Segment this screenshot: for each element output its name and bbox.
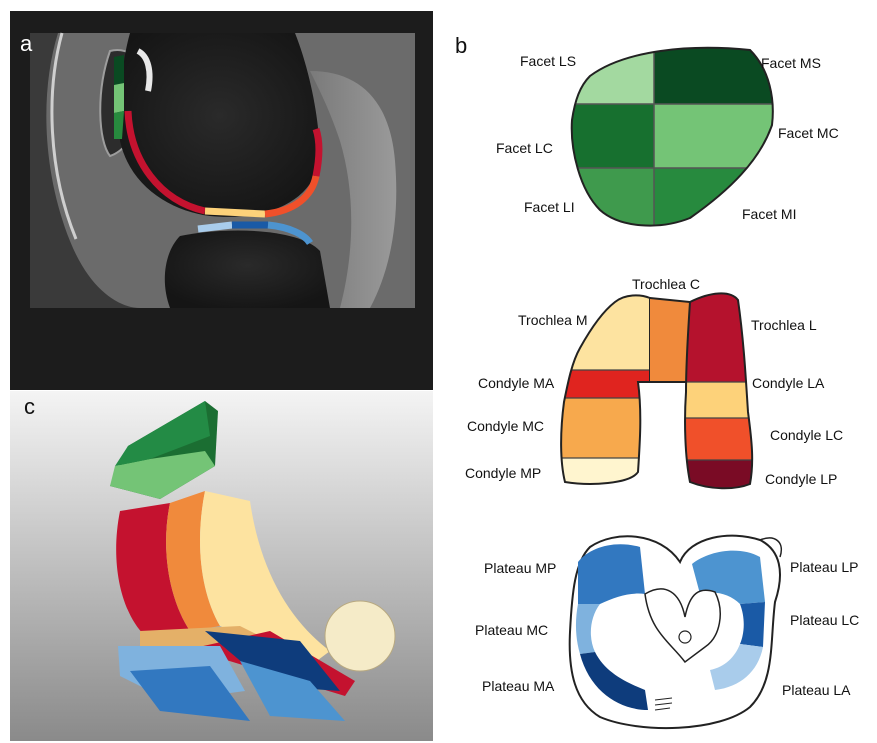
- panel-a-mri: a: [10, 11, 433, 390]
- label-plateau-mc: Plateau MC: [475, 622, 548, 638]
- label-condyle-mc: Condyle MC: [467, 418, 544, 434]
- label-plateau-lc: Plateau LC: [790, 612, 859, 628]
- region-condyle-lp: [680, 460, 760, 495]
- label-facet-li: Facet LI: [524, 199, 575, 215]
- facet-mi: [654, 168, 784, 238]
- mri-image: [10, 11, 433, 390]
- femur-region-diagram: Trochlea C Trochlea M Trochlea L Condyle…: [440, 272, 877, 497]
- label-condyle-ma: Condyle MA: [478, 375, 555, 391]
- facet-mc: [654, 104, 784, 168]
- region-trochlea-m: [550, 292, 660, 370]
- patella-svg: Facet LS Facet MS Facet LC Facet MC Face…: [440, 40, 877, 240]
- panel-a-label: a: [20, 31, 32, 57]
- label-plateau-lp: Plateau LP: [790, 559, 859, 575]
- label-condyle-mp: Condyle MP: [465, 465, 541, 481]
- label-trochlea-m: Trochlea M: [518, 312, 588, 328]
- label-facet-ms: Facet MS: [761, 55, 821, 71]
- label-plateau-ma: Plateau MA: [482, 678, 555, 694]
- label-trochlea-c: Trochlea C: [632, 276, 700, 292]
- femur-svg: Trochlea C Trochlea M Trochlea L Condyle…: [440, 272, 877, 497]
- label-facet-mc: Facet MC: [778, 125, 839, 141]
- label-facet-ls: Facet LS: [520, 53, 576, 69]
- label-plateau-la: Plateau LA: [782, 682, 851, 698]
- region-trochlea-l: [680, 282, 760, 382]
- region-condyle-mp: [550, 458, 660, 493]
- tibia-plateau-diagram: Plateau MP Plateau LP Plateau MC Plateau…: [440, 522, 877, 743]
- label-condyle-la: Condyle LA: [752, 375, 825, 391]
- panel-c-label: c: [24, 394, 35, 420]
- label-plateau-mp: Plateau MP: [484, 560, 556, 576]
- tibia-svg: Plateau MP Plateau LP Plateau MC Plateau…: [440, 522, 877, 743]
- facet-ls: [560, 40, 654, 104]
- label-facet-mi: Facet MI: [742, 206, 796, 222]
- patella-facet-diagram: Facet LS Facet MS Facet LC Facet MC Face…: [440, 40, 877, 240]
- panel-c-3d-render: c: [10, 391, 433, 741]
- render-image: [10, 391, 433, 741]
- plateau-lc: [740, 602, 765, 647]
- label-facet-lc: Facet LC: [496, 140, 553, 156]
- region-condyle-mc: [550, 398, 660, 458]
- label-condyle-lp: Condyle LP: [765, 471, 837, 487]
- region-condyle-lc: [680, 418, 760, 460]
- label-condyle-lc: Condyle LC: [770, 427, 843, 443]
- label-trochlea-l: Trochlea L: [751, 317, 817, 333]
